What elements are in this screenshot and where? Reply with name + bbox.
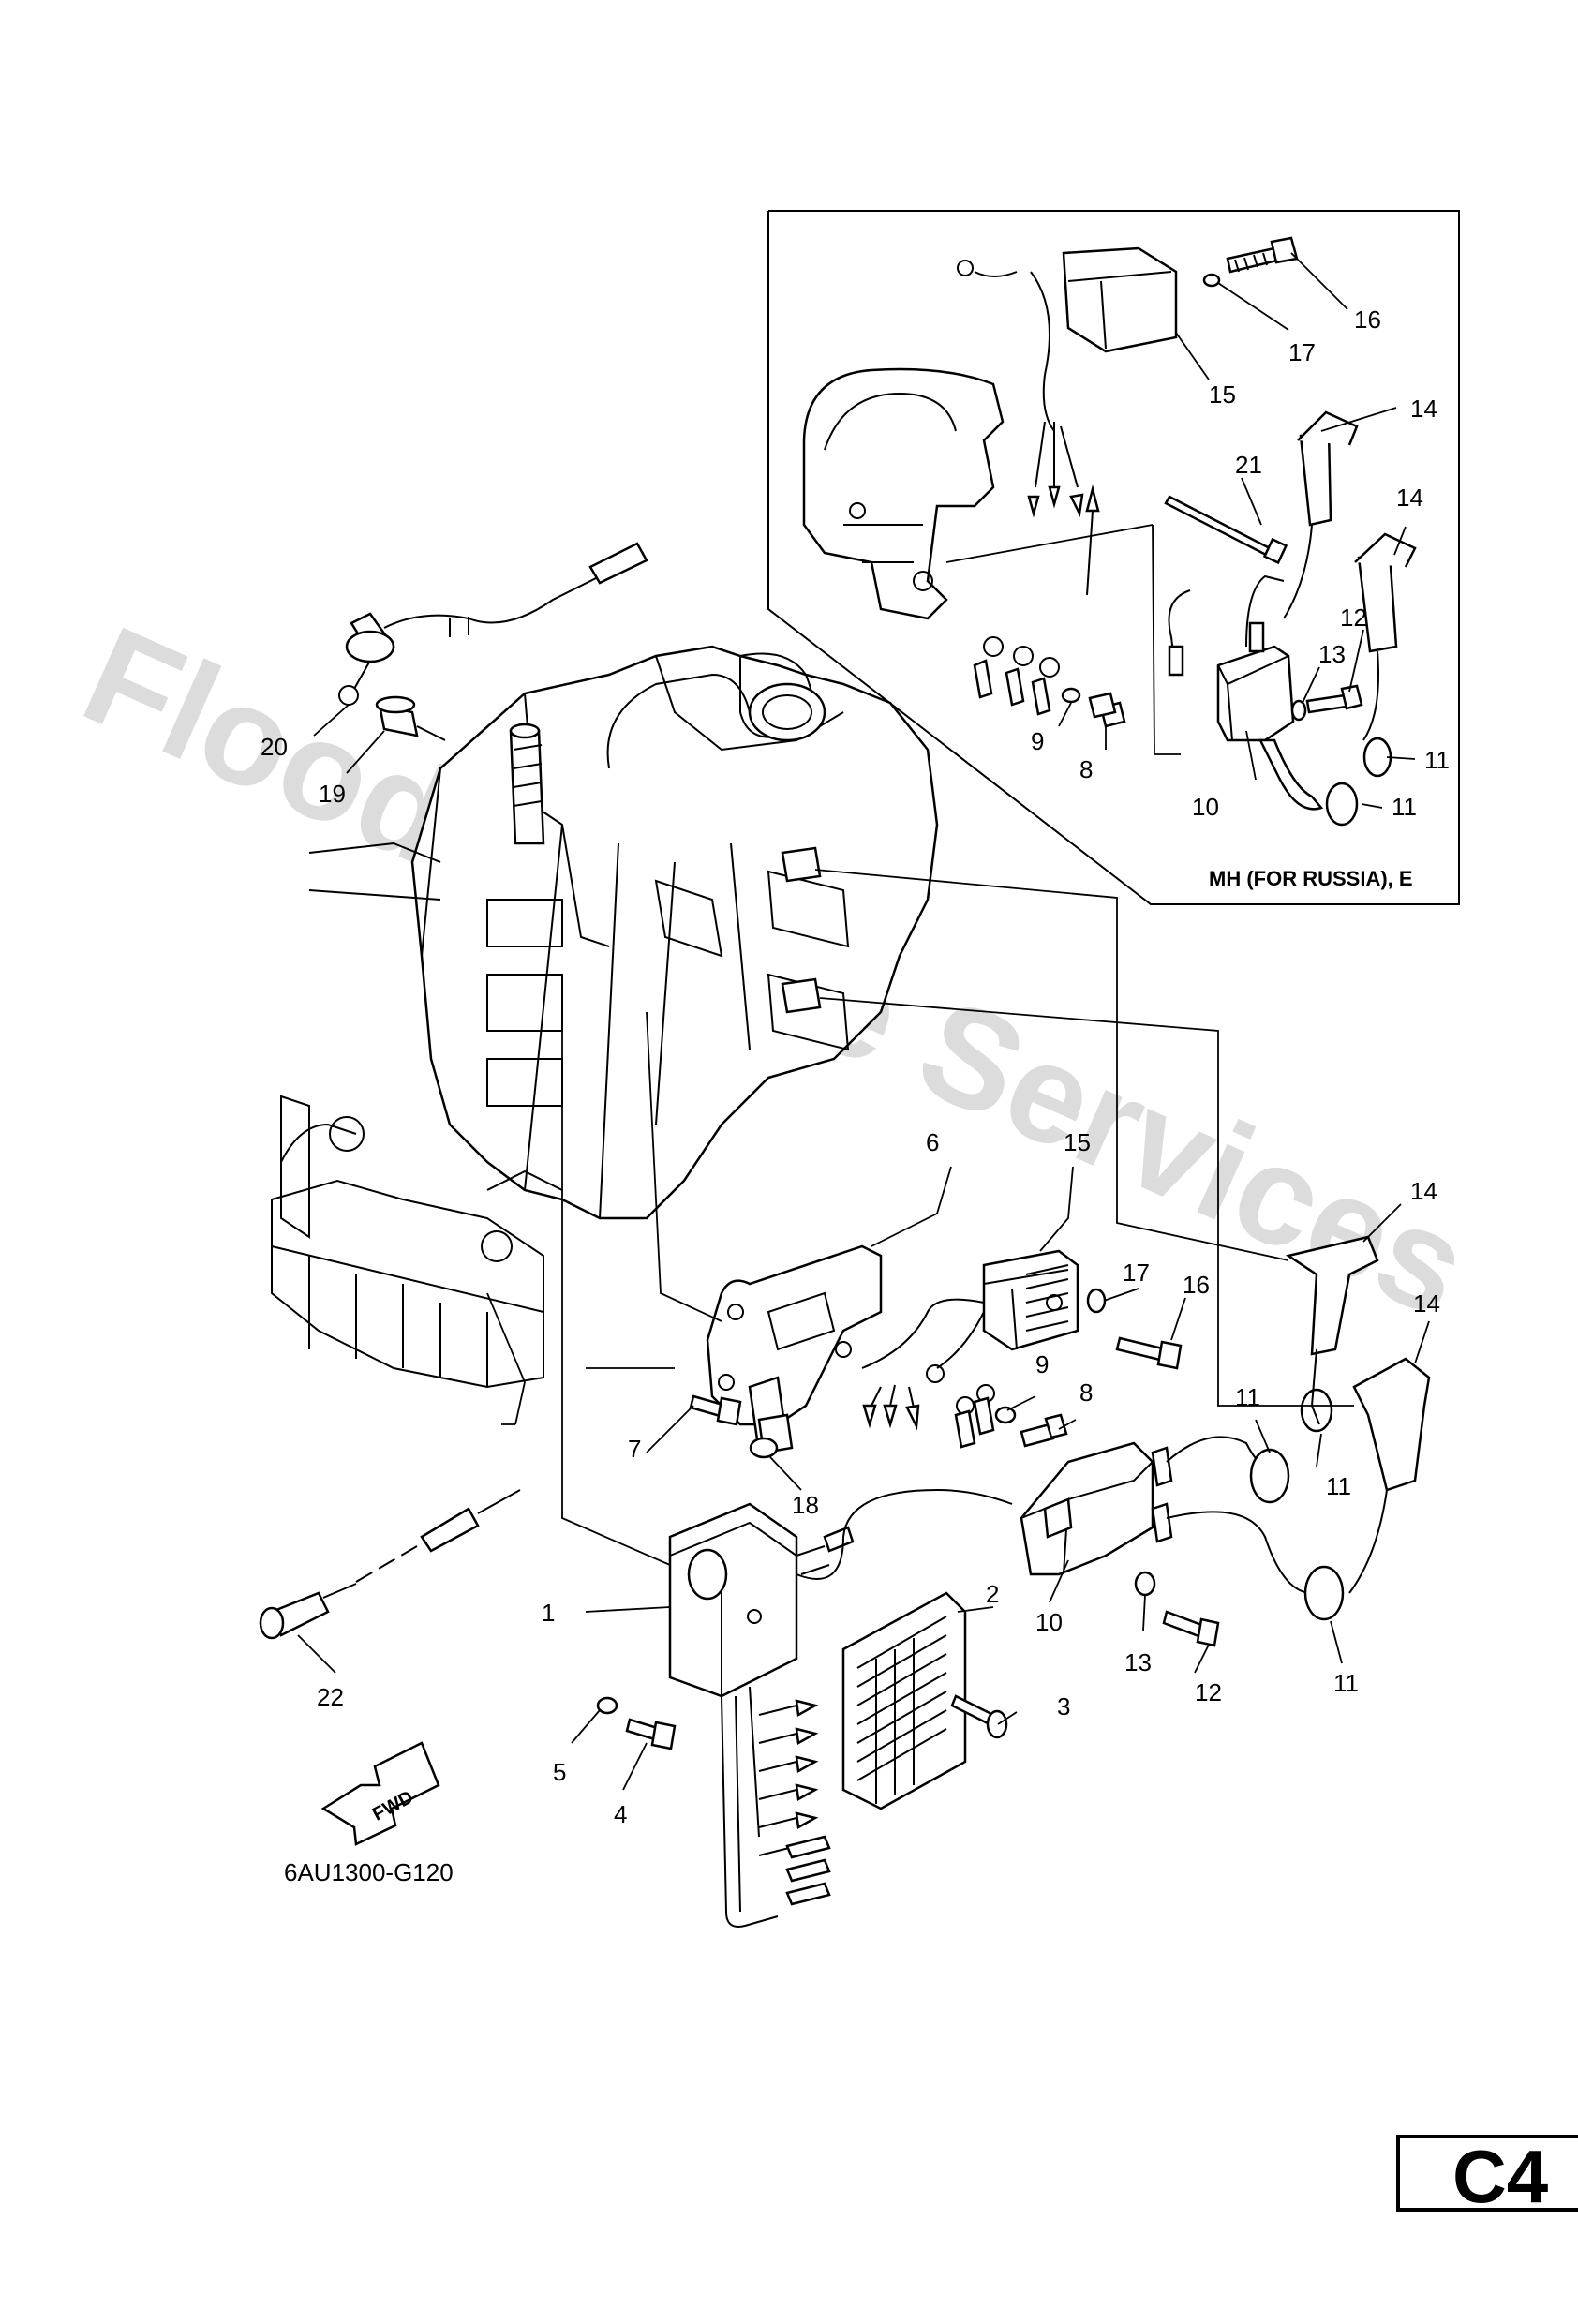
inset-washer-13 — [1290, 699, 1307, 722]
callout-9: 9 — [1035, 1350, 1049, 1378]
callout-11c: 11 — [1333, 1669, 1359, 1697]
callout-11a: 11 — [1235, 1383, 1260, 1411]
callout-22: 22 — [317, 1683, 344, 1711]
inset-bolt-16 — [1226, 236, 1299, 274]
bolt-16 — [1115, 1336, 1183, 1370]
callout-7: 7 — [628, 1435, 641, 1463]
inset-bolt-12 — [1305, 684, 1363, 714]
inset-callout-11a: 11 — [1424, 746, 1450, 774]
forward-direction-arrow: FWD — [320, 1741, 440, 1846]
inset-callout-12: 12 — [1340, 603, 1367, 632]
inset-cable-tie-21 — [1164, 495, 1288, 565]
inset-leader-lines — [945, 252, 1416, 809]
plug-cap-14b — [1348, 1357, 1431, 1594]
page-ref: C4 — [1452, 2135, 1549, 2218]
callout-14a: 14 — [1410, 1177, 1437, 1205]
inset-callout-9: 9 — [1031, 727, 1044, 755]
washer-13 — [1134, 1571, 1156, 1597]
callout-1: 1 — [542, 1599, 555, 1627]
bolt-12 — [1162, 1610, 1220, 1647]
temperature-sensor-20 — [338, 542, 648, 706]
sensor-connector-22 — [259, 1489, 521, 1640]
grommet-18 — [749, 1413, 794, 1459]
bolt-7 — [689, 1394, 742, 1426]
inset-callout-10: 10 — [1192, 793, 1219, 821]
callout-12: 12 — [1195, 1678, 1222, 1706]
callout-19: 19 — [319, 780, 346, 808]
inset-callout-14b: 14 — [1396, 484, 1423, 512]
inset-callout-13: 13 — [1318, 640, 1346, 668]
inset-variant-panel: MH (FOR RUSSIA), E — [767, 210, 1460, 905]
callout-2: 2 — [986, 1580, 999, 1608]
inset-callout-17: 17 — [1288, 338, 1316, 366]
grommet-11a — [1249, 1448, 1290, 1504]
screw-3 — [950, 1694, 1008, 1739]
inset-callouts: 16 17 15 14 21 14 12 13 11 11 10 9 8 — [1031, 305, 1450, 821]
callout-17: 17 — [1123, 1259, 1150, 1287]
callout-4: 4 — [614, 1800, 627, 1828]
callout-8: 8 — [1079, 1378, 1093, 1407]
inset-callout-14a: 14 — [1410, 395, 1437, 423]
grommet-11b — [1300, 1388, 1333, 1433]
inset-ignition-coil — [1168, 574, 1392, 827]
spark-lead-lines — [814, 869, 1354, 1407]
inset-callout-21: 21 — [1235, 451, 1262, 479]
wire-terminals — [862, 1364, 995, 1449]
bolt-4 — [625, 1718, 677, 1750]
callout-3: 3 — [1057, 1692, 1070, 1721]
grommet-11c — [1303, 1565, 1345, 1621]
callout-18: 18 — [792, 1491, 819, 1519]
rectifier-regulator-15 — [861, 1249, 1079, 1369]
main-callouts: 20 19 6 15 17 16 14 14 11 11 9 8 7 18 1 … — [261, 733, 1440, 1828]
ignition-coil-10 — [1020, 1436, 1313, 1594]
washer-5 — [596, 1696, 618, 1715]
washer-9 — [994, 1406, 1017, 1424]
callout-20: 20 — [261, 733, 288, 761]
wiring-harness — [758, 1488, 1013, 1906]
callout-14b: 14 — [1413, 1289, 1440, 1318]
inset-terminals — [973, 636, 1126, 728]
washer-17 — [1086, 1288, 1107, 1314]
assembly-leader-lines — [486, 993, 722, 1566]
callout-16: 16 — [1183, 1271, 1210, 1299]
inset-callout-15: 15 — [1209, 380, 1236, 409]
inset-callout-8: 8 — [1079, 755, 1093, 783]
thermoswitch-19 — [375, 695, 446, 741]
callout-10: 10 — [1035, 1608, 1063, 1636]
inset-washer-17 — [1202, 273, 1221, 288]
inset-callout-11b: 11 — [1392, 793, 1417, 821]
callout-leaders — [297, 704, 1430, 1791]
bolt-8 — [1020, 1413, 1068, 1448]
inset-regulator-part — [957, 246, 1178, 596]
callout-13: 13 — [1124, 1648, 1152, 1676]
cdi-unit-1 — [668, 1502, 798, 1928]
page-reference-box: C4 — [1396, 2135, 1578, 2218]
diagram-code: 6AU1300-G120 — [284, 1858, 454, 1886]
inset-title: MH (FOR RUSSIA), E — [1209, 867, 1413, 890]
callout-11b: 11 — [1326, 1472, 1351, 1500]
callout-6: 6 — [926, 1128, 939, 1156]
inset-callout-16: 16 — [1354, 305, 1381, 334]
inset-bracket-drawing — [802, 367, 1005, 620]
callout-15: 15 — [1064, 1128, 1091, 1156]
heat-sink-2 — [841, 1591, 967, 1810]
engine-block-drawing — [271, 645, 939, 1389]
callout-5: 5 — [553, 1758, 566, 1786]
